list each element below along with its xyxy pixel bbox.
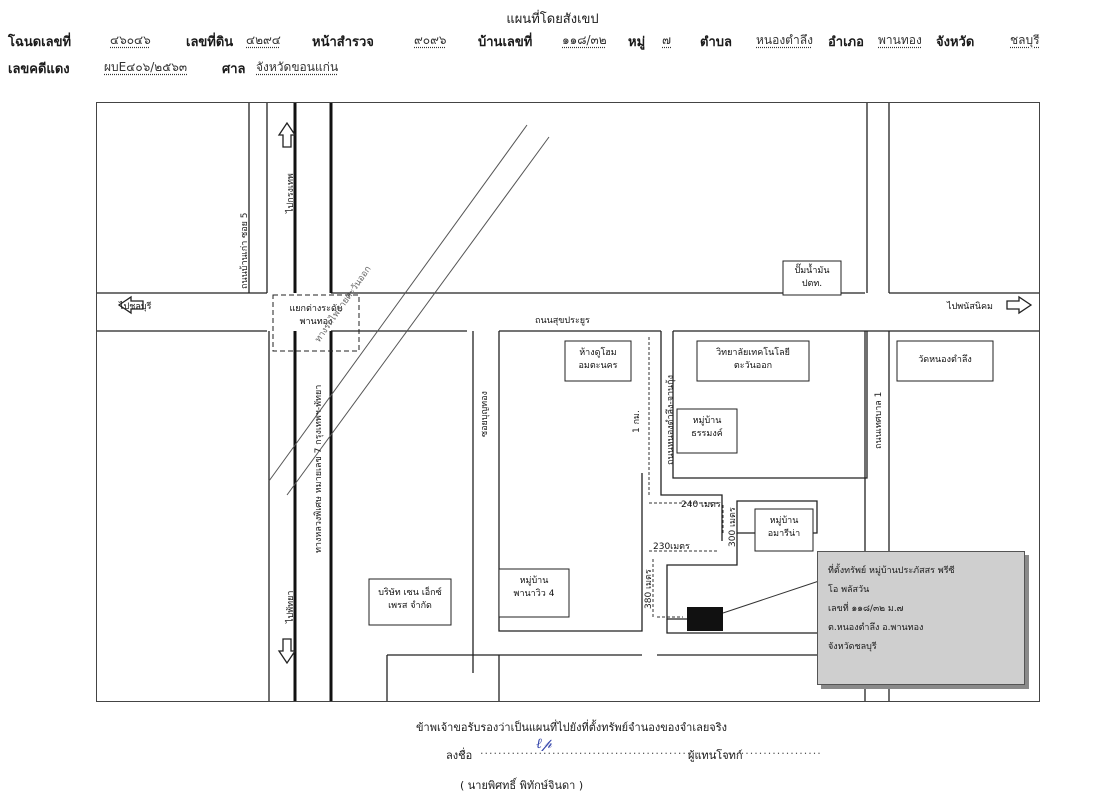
callout-line	[722, 580, 820, 614]
signature-mark: ℓ𝓅	[536, 736, 552, 752]
label-temple: วัดหนองตำลึง	[918, 355, 972, 365]
village-a-line2: อมารีน่า	[767, 529, 801, 539]
label-to-bangkok: ไปกรุงเทพ	[286, 173, 296, 213]
signer-name: ( นายพิศทธิ์ พิทักษ์จินดา )	[460, 779, 584, 792]
interchange-box	[272, 294, 360, 352]
village-t-line2: ธรรมงค์	[691, 429, 723, 439]
province-value: ชลบุรี	[1010, 33, 1040, 47]
tambon-label: ตำบล	[700, 35, 732, 50]
sign-label: ลงชื่อ	[446, 749, 473, 762]
info-line1: ที่ตั้งทรัพย์ หมู่บ้านประภัสสร พรีซี	[828, 566, 955, 576]
motorway-lines	[293, 103, 333, 701]
house-value: ๑๑๘/๓๒	[562, 33, 607, 47]
interchange-line1: แยกต่างระดับ	[289, 304, 343, 314]
label-to-phanat: ไปพนัสนิคม	[947, 302, 993, 312]
land-label: เลขที่ดิน	[186, 35, 234, 50]
label-to-pattaya: ไปพัทยา	[286, 590, 296, 623]
interchange-line2: พานทอง	[299, 317, 333, 327]
certify-text: ข้าพเจ้าขอรับรองว่าเป็นแผนที่ไปยังที่ตั้…	[416, 721, 728, 734]
label-motorway: ทางหลวงพิเศษ หมายเลข 7 กรุงเทพฯ-พัทยา	[314, 384, 324, 553]
amphoe-value: พานทอง	[878, 33, 922, 47]
survey-label: หน้าสำรวจ	[312, 35, 374, 50]
court-label: ศาล	[222, 62, 246, 77]
distance-routes	[648, 337, 724, 618]
gas-line2: ปตท.	[801, 279, 823, 289]
info-line3: เลขที่ ๑๑๘/๓๒ ม.๗	[828, 604, 904, 614]
label-dist-300: 300 เมตร	[728, 507, 738, 547]
label-road-sukprayoon: ถนนสุขประยูร	[535, 316, 590, 326]
road-edges	[97, 103, 1039, 701]
house-label: บ้านเลขที่	[478, 35, 533, 50]
map-title: แผนที่โดยสังเขป	[506, 12, 599, 27]
label-road-nongtamlueng: ถนนหนองตำลึง-จานกุ้ง	[666, 374, 676, 465]
label-road-thesaban: ถนนเทศบาล 1	[874, 391, 884, 449]
label-gas-station: ปั๊มน้ำมัน ปตท.	[783, 265, 841, 291]
sign-role: ผู้แทนโจทก์	[688, 749, 743, 762]
label-village-thammong: หมู่บ้าน ธรรมงค์	[677, 415, 737, 441]
label-dist-380: 380 เมตร	[644, 569, 654, 609]
mall-line2: อมตะนคร	[578, 361, 618, 371]
amphoe-label: อำเภอ	[828, 35, 864, 50]
redcase-value: ผบE๔๐๖/๒๕๖๓	[104, 60, 188, 74]
property-info-box: ที่ตั้งทรัพย์ หมู่บ้านประภัสสร พรีซี โอ …	[817, 551, 1025, 685]
railway-line	[268, 124, 550, 496]
court-value: จังหวัดขอนแก่น	[256, 60, 339, 74]
company-line2: เพรส จำกัด	[388, 601, 432, 611]
deed-label: โฉนดเลขที่	[8, 35, 72, 50]
label-dist-230: 230เมตร	[653, 542, 690, 552]
info-line4: ต.หนองตำลึง อ.พานทอง	[828, 623, 924, 633]
land-value: ๔๒๙๔	[246, 33, 281, 47]
village-a-line1: หมู่บ้าน	[769, 516, 799, 526]
label-college: วิทยาลัยเทคโนโลยี ตะวันออก	[697, 347, 809, 373]
label-dist-240: 240 เมตร	[681, 500, 721, 510]
direction-arrows	[117, 121, 1033, 665]
label-soi-bunthong: ซอยบุญทอง	[480, 391, 490, 437]
label-interchange: แยกต่างระดับ พานทอง	[277, 303, 355, 329]
college-line1: วิทยาลัยเทคโนโลยี	[716, 348, 790, 358]
property-marker	[687, 607, 723, 631]
info-line5: จังหวัดชลบุรี	[828, 642, 877, 652]
label-village-panaview: หมู่บ้าน พานาวิว 4	[499, 575, 569, 601]
survey-value: ๙๐๙๖	[414, 33, 447, 47]
label-company: บริษัท เซน เอ็กซ์ เพรส จำกัด	[369, 587, 451, 613]
info-line2: โอ พลัสวัน	[828, 585, 870, 595]
province-label: จังหวัด	[936, 35, 975, 50]
label-mall: ห้างดูโฮม อมตะนคร	[565, 347, 631, 373]
label-dist-1km: 1 กม.	[632, 410, 642, 433]
sign-line: ........................................…	[480, 744, 822, 757]
location-map: ไปชลบุรี ไปพนัสนิคม ถนนสุขประยูร แยกต่าง…	[96, 102, 1040, 702]
label-village-amarina: หมู่บ้าน อมารีน่า	[755, 515, 813, 541]
label-to-chonburi: ไปชลบุรี	[119, 302, 152, 312]
village-p-line2: พานาวิว 4	[513, 589, 555, 599]
mall-line1: ห้างดูโฮม	[579, 348, 617, 358]
landmark-boxes	[368, 260, 994, 626]
gas-line1: ปั๊มน้ำมัน	[794, 266, 830, 276]
village-p-line1: หมู่บ้าน	[519, 576, 549, 586]
deed-value: ๔๖๐๔๖	[110, 33, 151, 47]
company-line1: บริษัท เซน เอ็กซ์	[378, 588, 442, 598]
moo-value: ๗	[662, 33, 672, 47]
label-road-ban-kao: ถนนบ้านเก่า ซอย 5	[240, 212, 250, 290]
redcase-label: เลขคดีแดง	[8, 62, 70, 77]
college-line2: ตะวันออก	[733, 361, 773, 371]
tambon-value: หนองตำลึง	[756, 33, 813, 47]
map-drawing	[97, 103, 1039, 701]
moo-label: หมู่	[628, 35, 646, 50]
village-t-line1: หมู่บ้าน	[692, 416, 722, 426]
